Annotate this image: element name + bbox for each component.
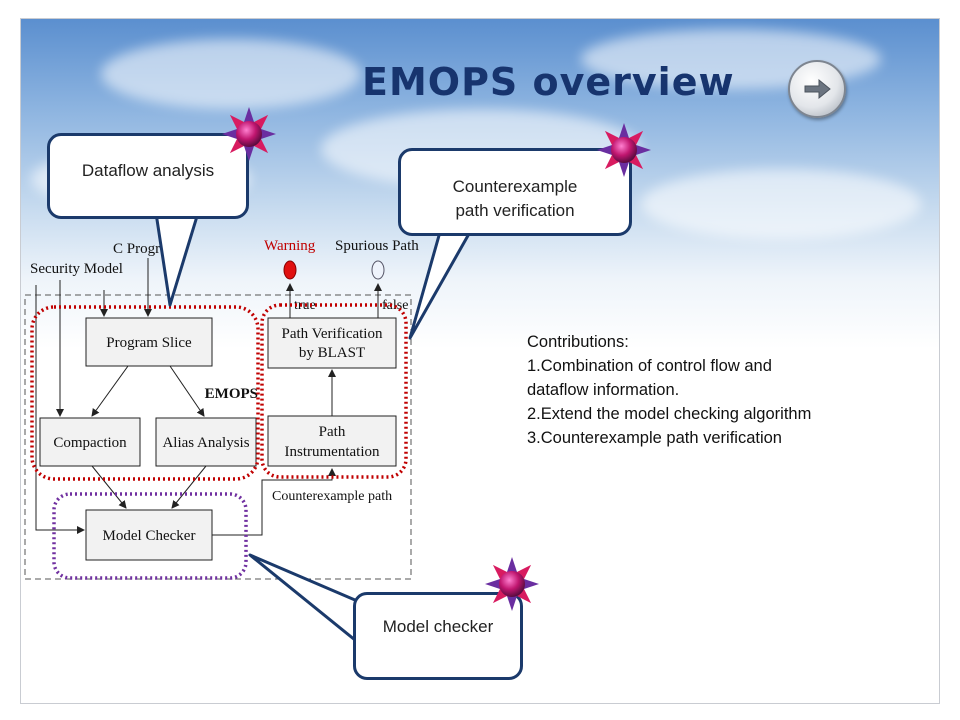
counterexample-callout-pointer: [408, 231, 472, 340]
model-checker-callout-pointer: [248, 553, 356, 642]
alias-to-checker-arrow: [171, 465, 207, 509]
alias-analysis-label: Alias Analysis: [162, 435, 249, 451]
emops-label: EMOPS: [205, 386, 258, 402]
arrow-right-circle-icon: [804, 78, 831, 100]
warning-label: Warning: [264, 238, 316, 254]
security-to-checker-arrow: [35, 285, 85, 534]
spurious-path-label: Spurious Path: [335, 238, 419, 254]
compaction-label: Compaction: [53, 435, 127, 451]
cloud-decoration: [101, 39, 361, 109]
contribution-line: 3.Counterexample path verification: [527, 429, 782, 447]
dataflow-callout-text: Dataflow analysis: [81, 161, 215, 180]
model-checker-callout-text: Model checker: [382, 617, 494, 636]
starburst-icon: [485, 557, 539, 611]
sky-background: [20, 18, 940, 704]
compaction-to-checker-arrow: [91, 465, 127, 509]
counterexample-path-label: Counterexample path: [272, 489, 392, 504]
security-model-label: Security Model: [30, 261, 123, 277]
path-instrumentation-label-2: Instrumentation: [285, 444, 380, 460]
true-label: true: [294, 298, 316, 313]
dataflow-callout-pointer: [154, 212, 200, 307]
contribution-line: 1.Combination of control flow and: [527, 357, 772, 375]
slice-to-alias-arrow: [169, 365, 205, 417]
path-instrumentation-box: [267, 415, 397, 467]
starburst-icon: [597, 123, 651, 177]
model-checker-callout: Model checker: [353, 592, 523, 680]
path-verification-label-1: Path Verification: [282, 326, 383, 342]
counterexample-callout-line1: Counterexample: [452, 177, 578, 196]
next-slide-button[interactable]: [788, 60, 846, 118]
dataflow-callout: Dataflow analysis: [47, 133, 249, 219]
slice-to-compaction-arrow: [91, 365, 129, 417]
model-checker-box: [85, 509, 213, 561]
spurious-path-dot: [371, 260, 385, 280]
path-instrumentation-label-1: Path: [319, 424, 346, 440]
cloud-decoration: [641, 169, 921, 239]
starburst-icon: [222, 107, 276, 161]
program-slice-box: [85, 317, 213, 367]
model-checker-group-outline: [52, 492, 248, 580]
counterexample-callout-line2: path verification: [455, 201, 575, 220]
program-slice-label: Program Slice: [106, 335, 192, 351]
dataflow-group-outline: [30, 305, 260, 481]
counterexample-callout: Counterexample path verification: [398, 148, 632, 236]
compaction-box: [39, 417, 141, 467]
emops-frame: [24, 294, 412, 580]
path-verification-label-2: by BLAST: [299, 345, 365, 361]
contributions-block: Contributions: 1.Combination of control …: [527, 330, 811, 450]
contribution-line: dataflow information.: [527, 381, 680, 399]
slide-title: EMOPS overview: [362, 60, 735, 104]
alias-analysis-box: [155, 417, 257, 467]
warning-dot: [283, 260, 297, 280]
contributions-heading: Contributions:: [527, 333, 629, 351]
contribution-line: 2.Extend the model checking algorithm: [527, 405, 812, 423]
model-checker-label: Model Checker: [103, 528, 196, 544]
path-verification-box: [267, 317, 397, 369]
